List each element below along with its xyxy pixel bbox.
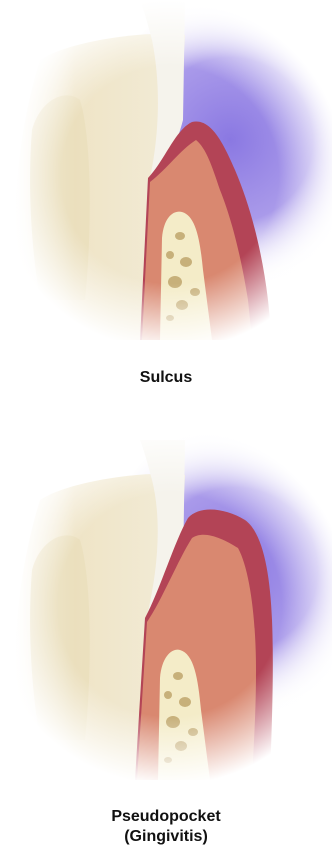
caption-sulcus: Sulcus — [0, 368, 332, 388]
caption-line: (Gingivitis) — [124, 828, 208, 845]
sulcus-illustration — [0, 0, 332, 360]
sulcus-diagram: Sulcus — [0, 0, 332, 400]
pseudopocket-illustration — [0, 420, 332, 800]
caption-pseudopocket: Pseudopocket (Gingivitis) — [0, 807, 332, 847]
pseudopocket-diagram: Pseudopocket (Gingivitis) — [0, 420, 332, 852]
vignette-fade — [0, 420, 332, 800]
vignette-fade — [0, 0, 332, 360]
caption-line: Pseudopocket — [111, 808, 220, 825]
caption-line: Sulcus — [140, 369, 192, 386]
